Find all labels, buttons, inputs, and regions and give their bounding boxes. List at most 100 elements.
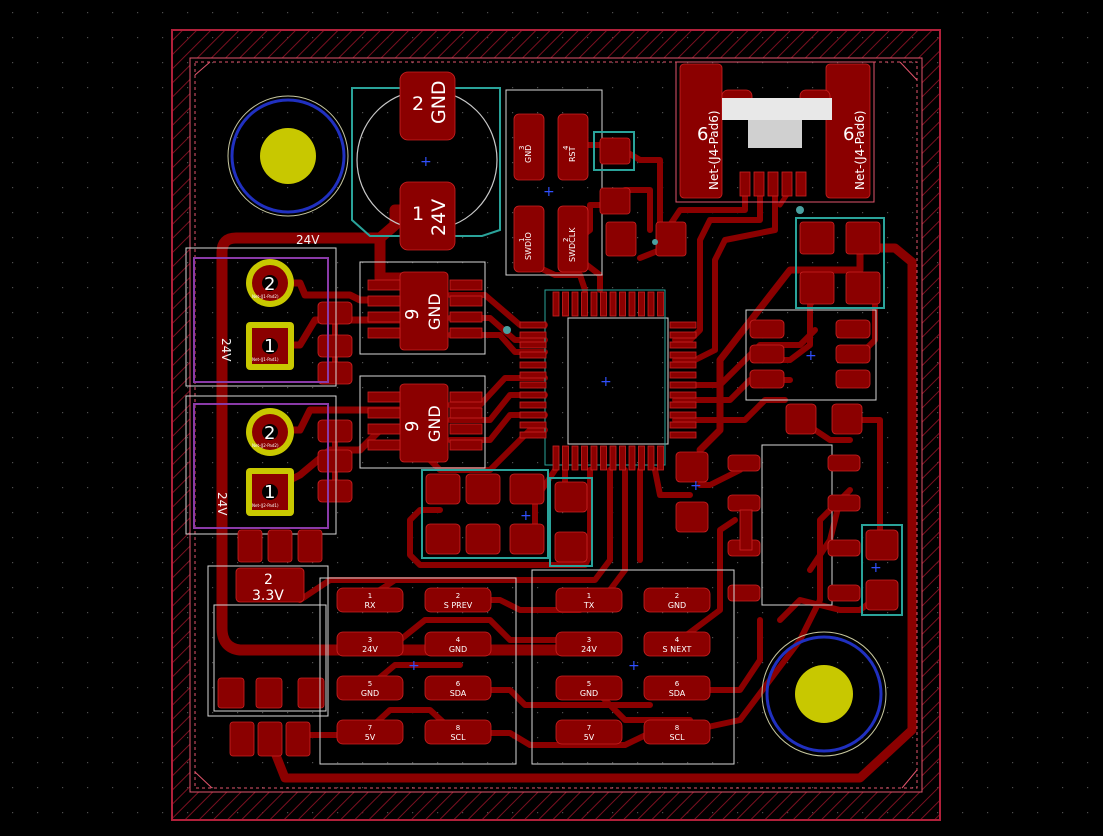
- power-pad-2-number: 2: [412, 93, 424, 115]
- mcu-pin: [519, 321, 547, 329]
- mcu-pin: [600, 445, 607, 471]
- driver-passives[interactable]: [317, 301, 353, 503]
- header-pad-net: 5V: [365, 733, 376, 742]
- mcu-pin: [609, 291, 617, 317]
- mcu-pin: [519, 371, 547, 379]
- mcu-pin: [669, 321, 697, 329]
- terminal-block-2[interactable]: 2 1 Net-(J2-Pad2) Net-(J2-Pad1) 24V: [185, 395, 337, 535]
- header-pad[interactable]: [643, 719, 711, 745]
- header-pad[interactable]: [336, 719, 404, 745]
- mcu-pin: [571, 291, 579, 317]
- mcu-pin: [519, 401, 547, 409]
- header-pad[interactable]: [424, 587, 492, 613]
- header-pad-net: S NEXT: [663, 645, 692, 654]
- power-pad-1[interactable]: [399, 181, 456, 251]
- header-pad[interactable]: [336, 587, 404, 613]
- power-pad-1-net: 24V: [428, 199, 450, 236]
- header-pad-number: 2: [675, 592, 679, 600]
- mcu-pin: [519, 361, 547, 369]
- capacitor-group-top[interactable]: [593, 131, 687, 257]
- header-pad-number: 4: [675, 636, 680, 644]
- passives-center[interactable]: [421, 451, 709, 567]
- header-pad-number: 6: [675, 680, 680, 688]
- header-pad[interactable]: [424, 719, 492, 745]
- header-pad-net: GND: [668, 601, 686, 610]
- mcu-pin: [628, 445, 636, 471]
- usb-pad-left[interactable]: [679, 63, 723, 199]
- svg-text:+: +: [408, 658, 420, 674]
- svg-text:+: +: [628, 658, 640, 674]
- mcu-pin: [669, 331, 697, 339]
- motor-driver-2[interactable]: 9 GND: [359, 375, 486, 469]
- tb2-pin1-number: 1: [264, 482, 275, 503]
- power-connector[interactable]: 2 GND 1 24V: [351, 71, 501, 251]
- regulator[interactable]: 2 3.3V: [207, 529, 329, 757]
- header-pad-number: 8: [456, 724, 460, 732]
- header-pad-number: 1: [587, 592, 591, 600]
- mcu-pin: [647, 291, 655, 317]
- motor-driver-1[interactable]: 9 GND: [359, 261, 486, 355]
- usb-connector[interactable]: 6 Net-(J4-Pad6) 6 Net-(J4-Pad6): [675, 61, 875, 203]
- header-pad-net: S PREV: [444, 601, 473, 610]
- header-pad-net: GND: [449, 645, 467, 654]
- mcu-pin: [519, 381, 547, 389]
- passives-right[interactable]: [795, 217, 885, 309]
- ic-right[interactable]: [745, 309, 877, 435]
- tb2-pin1-net: Net-(J2-Pad1): [252, 503, 279, 508]
- header-pad-net: 5V: [584, 733, 595, 742]
- driver-1-thermal-pad[interactable]: [399, 271, 449, 351]
- header-pad-net: GND: [580, 689, 598, 698]
- header-pad-net: SDA: [669, 689, 686, 698]
- svg-text:+: +: [870, 560, 882, 576]
- tb1-pin1-net: Net-(J1-Pad1): [252, 357, 279, 362]
- tb1-pin2-number: 2: [264, 274, 275, 295]
- header-pad[interactable]: [555, 675, 623, 701]
- mcu-pin: [669, 401, 697, 409]
- programming-header[interactable]: GND RST SWDIO SWDCLK 3 4 1 2: [505, 89, 603, 276]
- power-pad-1-number: 1: [412, 203, 424, 225]
- mcu-pin: [581, 291, 588, 317]
- mcu-pin: [669, 381, 697, 389]
- header-pad[interactable]: [555, 631, 623, 657]
- header-pad[interactable]: [424, 675, 492, 701]
- header-pad-net: SCL: [450, 733, 466, 742]
- svg-text:+: +: [420, 154, 432, 170]
- mcu-pin: [519, 431, 547, 439]
- svg-text:+: +: [690, 478, 702, 494]
- tb2-label: 24V: [215, 492, 229, 516]
- driver-2-thermal-pad[interactable]: [399, 383, 449, 463]
- power-pad-2[interactable]: [399, 71, 456, 141]
- ic-lower-right[interactable]: [727, 444, 903, 616]
- header-pad[interactable]: [555, 587, 623, 613]
- usb-pad-right[interactable]: [825, 63, 871, 199]
- header-pad[interactable]: [643, 675, 711, 701]
- microcontroller[interactable]: [519, 289, 697, 471]
- terminal-block-1[interactable]: 2 1 Net-(J1-Pad2) Net-(J1-Pad1) 24V: [185, 247, 337, 387]
- mcu-pin: [669, 341, 697, 349]
- mcu-pin: [669, 431, 697, 439]
- mcu-pin: [562, 291, 569, 317]
- prog-pad-swdio[interactable]: [513, 205, 545, 273]
- prog-pad-gnd[interactable]: [513, 113, 545, 181]
- prog-pad-rst[interactable]: [557, 113, 589, 181]
- tb2-pin2-net: Net-(J2-Pad2): [252, 443, 279, 448]
- usb-left-pad-number: 6: [697, 124, 708, 145]
- prog-pad-swdclk[interactable]: [557, 205, 589, 273]
- header-pad[interactable]: [424, 631, 492, 657]
- prog-pad-gnd-label: GND: [524, 145, 533, 163]
- mcu-pin: [609, 445, 617, 471]
- header-pad[interactable]: [555, 719, 623, 745]
- header-pad[interactable]: [336, 675, 404, 701]
- header-pad[interactable]: [643, 587, 711, 613]
- mcu-pin: [590, 445, 598, 471]
- mounting-hole-top-left: [227, 95, 349, 217]
- regulator-pad-2[interactable]: [235, 567, 305, 603]
- header-pad[interactable]: [336, 631, 404, 657]
- header-pad-net: SCL: [669, 733, 685, 742]
- header-pad-net: GND: [361, 689, 379, 698]
- header-pad[interactable]: [643, 631, 711, 657]
- mcu-pin: [552, 291, 560, 317]
